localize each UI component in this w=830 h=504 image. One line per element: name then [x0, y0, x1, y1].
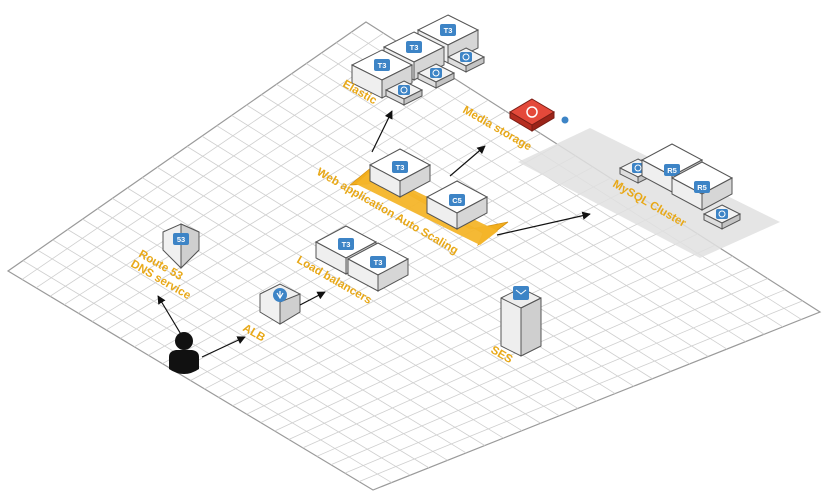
- svg-text:T3: T3: [342, 240, 351, 249]
- grid-line: [142, 177, 541, 424]
- svg-text:C5: C5: [452, 196, 462, 205]
- load-balancer-icon: [259, 283, 301, 325]
- route53-shield-icon: 53: [162, 223, 200, 270]
- svg-text:T3: T3: [444, 26, 453, 35]
- user-icon: [169, 332, 199, 374]
- grid-line: [216, 125, 634, 387]
- connection-arrows: [157, 110, 591, 358]
- grid-line: [156, 166, 560, 417]
- grid-line: [291, 73, 728, 350]
- svg-text:T3: T3: [378, 61, 387, 70]
- svg-text:R5: R5: [697, 183, 707, 192]
- grid-line: [22, 260, 392, 483]
- grid-line: [246, 104, 672, 372]
- grid-line: [201, 135, 616, 394]
- web-instance-t3: T3: [368, 148, 432, 198]
- grid-line: [37, 249, 411, 476]
- load-balancers: T3 T3: [314, 225, 410, 292]
- ses-mail-icon: [500, 286, 542, 357]
- grid-line: [231, 115, 653, 380]
- grid-line: [52, 239, 430, 469]
- svg-text:R5: R5: [667, 166, 677, 175]
- svg-text:T3: T3: [410, 43, 419, 52]
- svg-text:T3: T3: [396, 163, 405, 172]
- elastic-cluster: T3 T3 T3: [351, 14, 485, 106]
- grid-line: [67, 229, 448, 461]
- web-instance-c5: C5: [425, 180, 489, 230]
- grid-line: [306, 63, 746, 343]
- mysql-cluster: R5 R5: [619, 143, 741, 230]
- grid-line: [82, 218, 467, 454]
- grid-line: [97, 208, 485, 446]
- grid-line: [127, 187, 523, 432]
- svg-text:T3: T3: [374, 258, 383, 267]
- svg-text:53: 53: [177, 235, 185, 244]
- media-storage-icon: [509, 98, 570, 132]
- grid-line: [276, 83, 709, 357]
